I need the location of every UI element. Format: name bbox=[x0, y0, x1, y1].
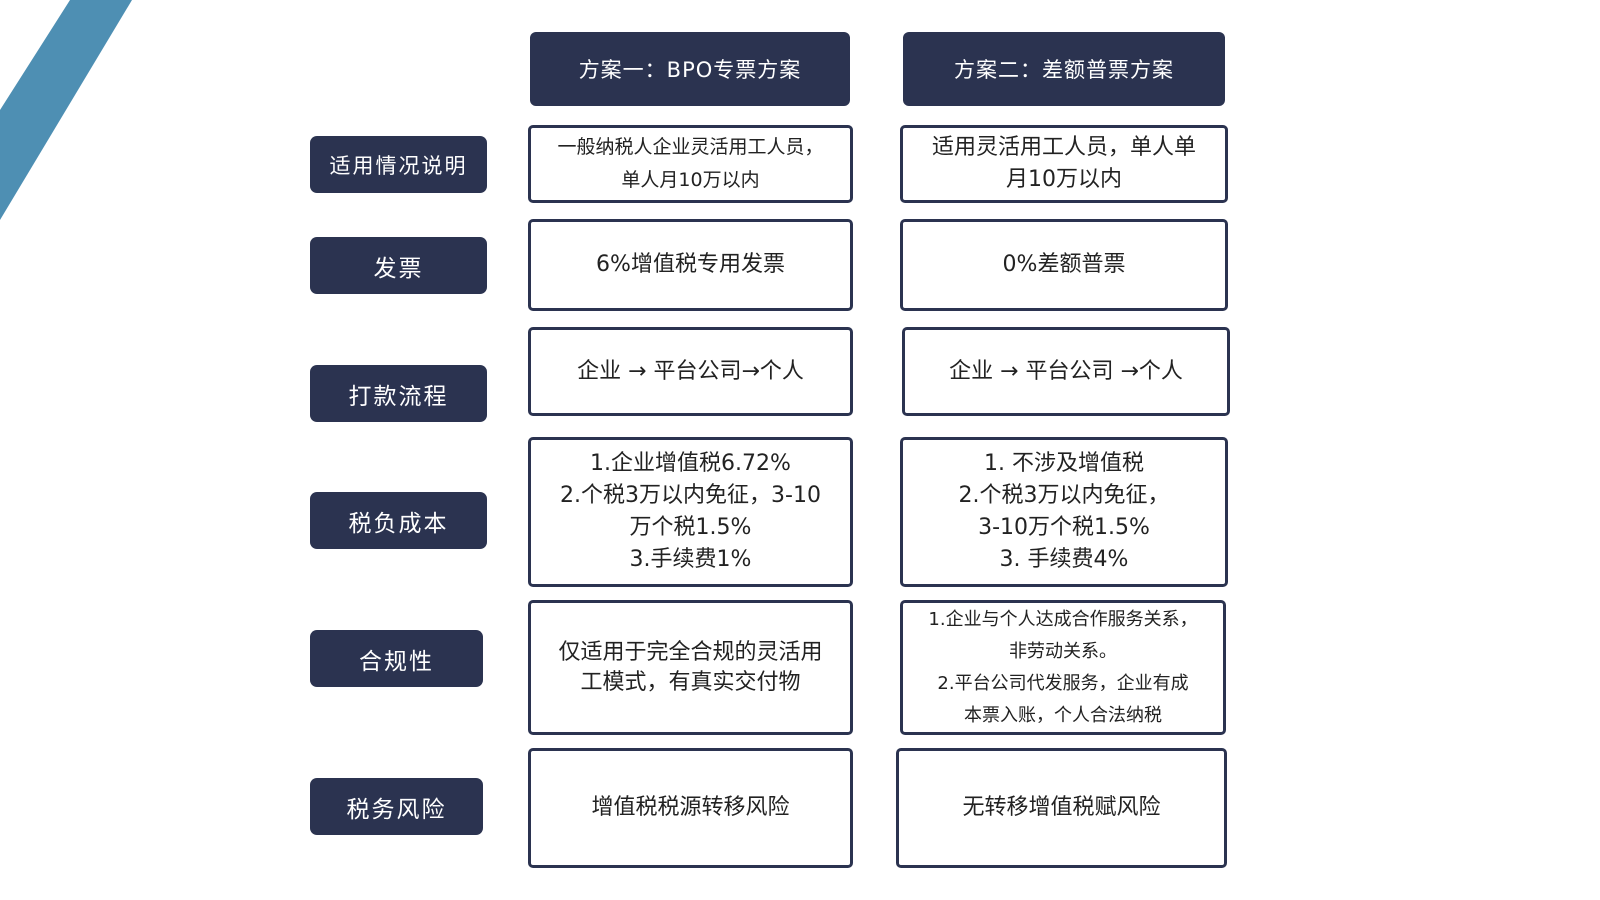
row-label-invoice: 发票 bbox=[310, 237, 487, 294]
cell-line: 2.个税3万以内免征， bbox=[958, 483, 1170, 508]
cell-compliance-scheme-2: 1.企业与个人达成合作服务关系， 非劳动关系。 2.平台公司代发服务，企业有成 … bbox=[900, 600, 1226, 735]
cell-line: 月10万以内 bbox=[1006, 167, 1122, 192]
cell-tax-risk-scheme-2: 无转移增值税赋风险 bbox=[896, 748, 1227, 868]
cell-payment-flow-scheme-2: 企业 → 平台公司 →个人 bbox=[902, 327, 1230, 416]
cell-tax-cost-scheme-2: 1. 不涉及增值税 2.个税3万以内免征， 3-10万个税1.5% 3. 手续费… bbox=[900, 437, 1228, 587]
cell-applicability-scheme-1: 一般纳税人企业灵活用工人员， 单人月10万以内 bbox=[528, 125, 853, 203]
cell-line: 无转移增值税赋风险 bbox=[962, 795, 1161, 820]
row-label-tax-cost: 税负成本 bbox=[310, 492, 487, 549]
row-label-payment-flow: 打款流程 bbox=[310, 365, 487, 422]
cell-line: 增值税税源转移风险 bbox=[591, 795, 790, 820]
cell-line: 3. 手续费4% bbox=[999, 547, 1129, 572]
cell-line: 1. 不涉及增值税 bbox=[984, 451, 1144, 476]
cell-line: 企业 → 平台公司→个人 bbox=[577, 358, 804, 384]
cell-applicability-scheme-2: 适用灵活用工人员，单人单 月10万以内 bbox=[900, 125, 1228, 203]
decorative-stripe bbox=[0, 0, 132, 220]
cell-line: 万个税1.5% bbox=[629, 515, 752, 540]
cell-line: 3-10万个税1.5% bbox=[978, 515, 1150, 540]
cell-line: 1.企业增值税6.72% bbox=[590, 451, 791, 476]
cell-line: 仅适用于完全合规的灵活用 bbox=[558, 639, 823, 665]
cell-line: 1.企业与个人达成合作服务关系， bbox=[928, 608, 1198, 630]
cell-line: 一般纳税人企业灵活用工人员， bbox=[557, 136, 824, 158]
cell-tax-cost-scheme-1: 1.企业增值税6.72% 2.个税3万以内免征，3-10 万个税1.5% 3.手… bbox=[528, 437, 853, 587]
row-label-tax-risk: 税务风险 bbox=[310, 778, 483, 835]
cell-line: 工模式，有真实交付物 bbox=[580, 669, 801, 695]
cell-line: 6%增值税专用发票 bbox=[596, 252, 785, 277]
cell-line: 本票入账，个人合法纳税 bbox=[964, 704, 1162, 726]
cell-line: 非劳动关系。 bbox=[1009, 640, 1117, 662]
scheme-1-header: 方案一：BPO专票方案 bbox=[530, 32, 850, 106]
cell-line: 3.手续费1% bbox=[629, 547, 752, 572]
cell-line: 2.个税3万以内免征，3-10 bbox=[560, 483, 821, 508]
row-label-compliance: 合规性 bbox=[310, 630, 483, 687]
cell-line: 企业 → 平台公司 →个人 bbox=[949, 358, 1183, 384]
cell-compliance-scheme-1: 仅适用于完全合规的灵活用 工模式，有真实交付物 bbox=[528, 600, 853, 735]
cell-tax-risk-scheme-1: 增值税税源转移风险 bbox=[528, 748, 853, 868]
cell-line: 适用灵活用工人员，单人单 bbox=[931, 135, 1196, 160]
cell-line: 2.平台公司代发服务，企业有成 bbox=[937, 672, 1189, 694]
cell-payment-flow-scheme-1: 企业 → 平台公司→个人 bbox=[528, 327, 853, 416]
cell-invoice-scheme-1: 6%增值税专用发票 bbox=[528, 219, 853, 311]
row-label-applicability: 适用情况说明 bbox=[310, 136, 487, 193]
cell-line: 0%差额普票 bbox=[1002, 252, 1126, 277]
cell-invoice-scheme-2: 0%差额普票 bbox=[900, 219, 1228, 311]
scheme-2-header: 方案二：差额普票方案 bbox=[903, 32, 1225, 106]
cell-line: 单人月10万以内 bbox=[621, 169, 760, 191]
